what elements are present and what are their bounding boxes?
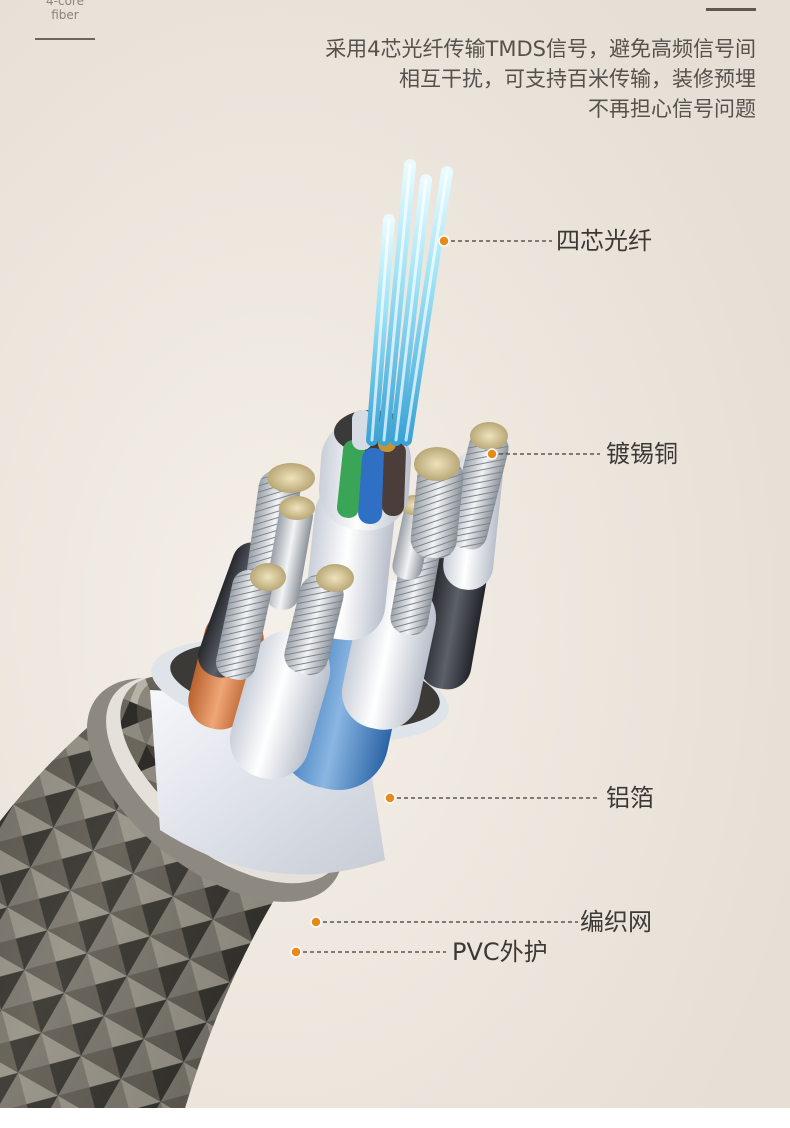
description-line-2: 相互干扰，可支持百米传输，装修预埋	[399, 67, 756, 91]
fiber-tag-line-2: fiber	[51, 8, 79, 22]
label-pvc-jacket: PVC外护	[452, 938, 548, 966]
top-right-divider	[706, 8, 756, 11]
label-fiber: 四芯光纤	[556, 227, 652, 255]
callout-marker-tinned-copper	[486, 448, 498, 460]
bottom-white-strip	[0, 1108, 790, 1128]
fiber-tag-line-1: 4-core	[46, 0, 84, 8]
tag-underline-divider	[35, 38, 95, 40]
callout-marker-fiber	[438, 235, 450, 247]
label-braided-mesh: 编织网	[580, 908, 652, 936]
description-line-1: 采用4芯光纤传输TMDS信号，避免高频信号间	[325, 37, 756, 61]
label-aluminum-foil: 铝箔	[606, 784, 654, 812]
label-tinned-copper: 镀锡铜	[606, 440, 678, 468]
fiber-tag-english: 4-core fiber	[30, 0, 100, 22]
callout-marker-pvc-jacket	[290, 946, 302, 958]
callout-marker-aluminum-foil	[384, 792, 396, 804]
feature-description: 采用4芯光纤传输TMDS信号，避免高频信号间 相互干扰，可支持百米传输，装修预埋…	[236, 34, 756, 124]
description-line-3: 不再担心信号问题	[588, 97, 756, 121]
callout-marker-braided-mesh	[310, 916, 322, 928]
